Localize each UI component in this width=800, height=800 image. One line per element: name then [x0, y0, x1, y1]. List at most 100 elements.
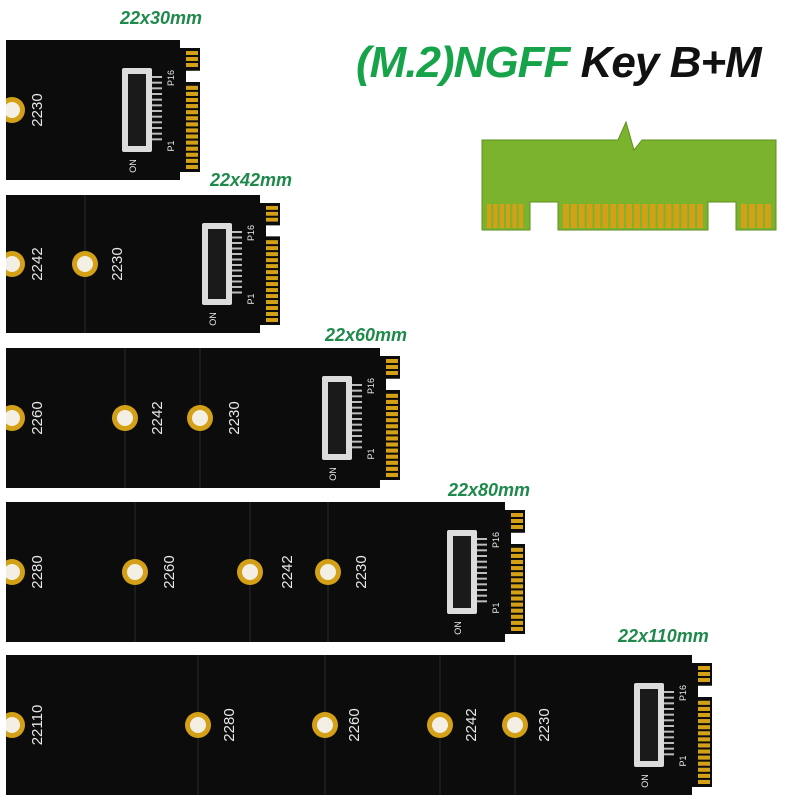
edge-finger [698, 755, 710, 760]
edge-finger [511, 519, 523, 523]
fpc-pin-trace [352, 446, 362, 449]
edge-finger [511, 620, 523, 625]
pin-label-p1: P1 [491, 602, 501, 613]
edge-finger [186, 104, 198, 109]
edge-finger [266, 312, 278, 317]
pcb-edge-shape [481, 120, 777, 231]
pin-label-p16: P16 [366, 378, 376, 394]
fpc-pin-trace [152, 76, 162, 78]
edge-finger [511, 626, 523, 631]
edge-finger [186, 97, 198, 103]
mount-hole [320, 564, 336, 580]
edge-finger [386, 466, 398, 471]
fpc-pin-trace [152, 87, 162, 90]
fpc-slot [208, 229, 226, 299]
edge-finger [266, 211, 278, 216]
gold-pin [487, 204, 492, 228]
pin-label-p1: P1 [166, 140, 176, 151]
gold-pin [641, 204, 648, 228]
connector-marker-on: ON [640, 774, 650, 788]
fpc-pin-trace [477, 577, 487, 580]
fpc-pin-trace [232, 247, 242, 250]
fpc-pin-trace [664, 736, 674, 739]
position-label: 2230 [536, 708, 553, 741]
title-prefix: (M.2)NGFF [356, 38, 570, 87]
edge-finger [386, 371, 398, 375]
edge-finger [511, 596, 523, 601]
edge-finger [386, 430, 398, 435]
fpc-pin-trace [477, 583, 487, 586]
edge-finger [698, 700, 710, 705]
edge-finger [386, 436, 398, 441]
edge-finger [511, 513, 523, 517]
fpc-pin-trace [664, 713, 674, 716]
position-label: 2260 [29, 401, 46, 434]
edge-finger [698, 737, 710, 742]
edge-finger [386, 454, 398, 459]
edge-finger [186, 91, 198, 96]
pin-label-p1: P1 [246, 293, 256, 304]
fpc-pin-trace [664, 708, 674, 710]
edge-finger [186, 128, 198, 133]
gold-pin [741, 204, 747, 228]
board-edge-cutout [0, 556, 6, 588]
fpc-pin-trace [152, 138, 162, 141]
position-label: 22110 [29, 705, 46, 746]
fpc-pin-trace [152, 121, 162, 124]
edge-finger [698, 678, 710, 682]
edge-finger [386, 399, 398, 404]
edge-finger [511, 578, 523, 583]
gold-pin [563, 204, 569, 228]
fpc-slot [453, 536, 471, 608]
fpc-pin-trace [352, 423, 362, 426]
board-body [6, 502, 525, 642]
edge-finger [386, 472, 398, 477]
gold-pin [610, 204, 617, 228]
fpc-pin-trace [152, 115, 162, 118]
edge-finger [386, 448, 398, 453]
connector-marker-on: ON [208, 312, 218, 326]
gold-pin [689, 204, 696, 228]
edge-finger [511, 608, 523, 613]
gold-pin [626, 204, 632, 228]
position-label: 2242 [279, 555, 296, 588]
edge-finger [698, 719, 710, 724]
edge-finger [698, 749, 710, 754]
mount-hole [4, 102, 20, 118]
fpc-pin-trace [232, 258, 242, 261]
fpc-pin-trace [664, 730, 674, 733]
mount-hole [4, 717, 20, 733]
size-label-2242: 22x42mm [210, 170, 293, 190]
connector-marker-on: ON [453, 621, 463, 635]
board-edge-cutout [0, 709, 6, 741]
title-suffix: Key B+M [580, 38, 762, 87]
gold-pin [493, 204, 498, 228]
edge-finger [186, 158, 198, 163]
edge-finger [186, 116, 198, 121]
mount-hole [127, 564, 143, 580]
board-edge-cutout [0, 402, 6, 434]
fpc-pin-trace [352, 429, 362, 432]
gold-pin [665, 204, 672, 228]
fpc-pin-trace [352, 401, 362, 403]
edge-finger [698, 779, 710, 784]
edge-finger [266, 206, 278, 210]
edge-finger [698, 767, 710, 772]
product-title: (M.2)NGFF Key B+M [356, 38, 762, 88]
edge-finger [266, 300, 278, 305]
fpc-pin-trace [477, 543, 487, 546]
mount-hole [77, 256, 93, 272]
edge-finger [186, 57, 198, 61]
gold-pin [512, 204, 517, 228]
edge-finger [266, 276, 278, 281]
fpc-pin-trace [232, 253, 242, 255]
fpc-pin-trace [232, 231, 242, 233]
edge-finger [511, 602, 523, 607]
fpc-pin-trace [152, 110, 162, 112]
edge-finger [511, 590, 523, 595]
fpc-pin-trace [232, 275, 242, 277]
fpc-pin-trace [352, 412, 362, 415]
size-label-2260: 22x60mm [325, 325, 408, 345]
fpc-pin-trace [152, 98, 162, 101]
